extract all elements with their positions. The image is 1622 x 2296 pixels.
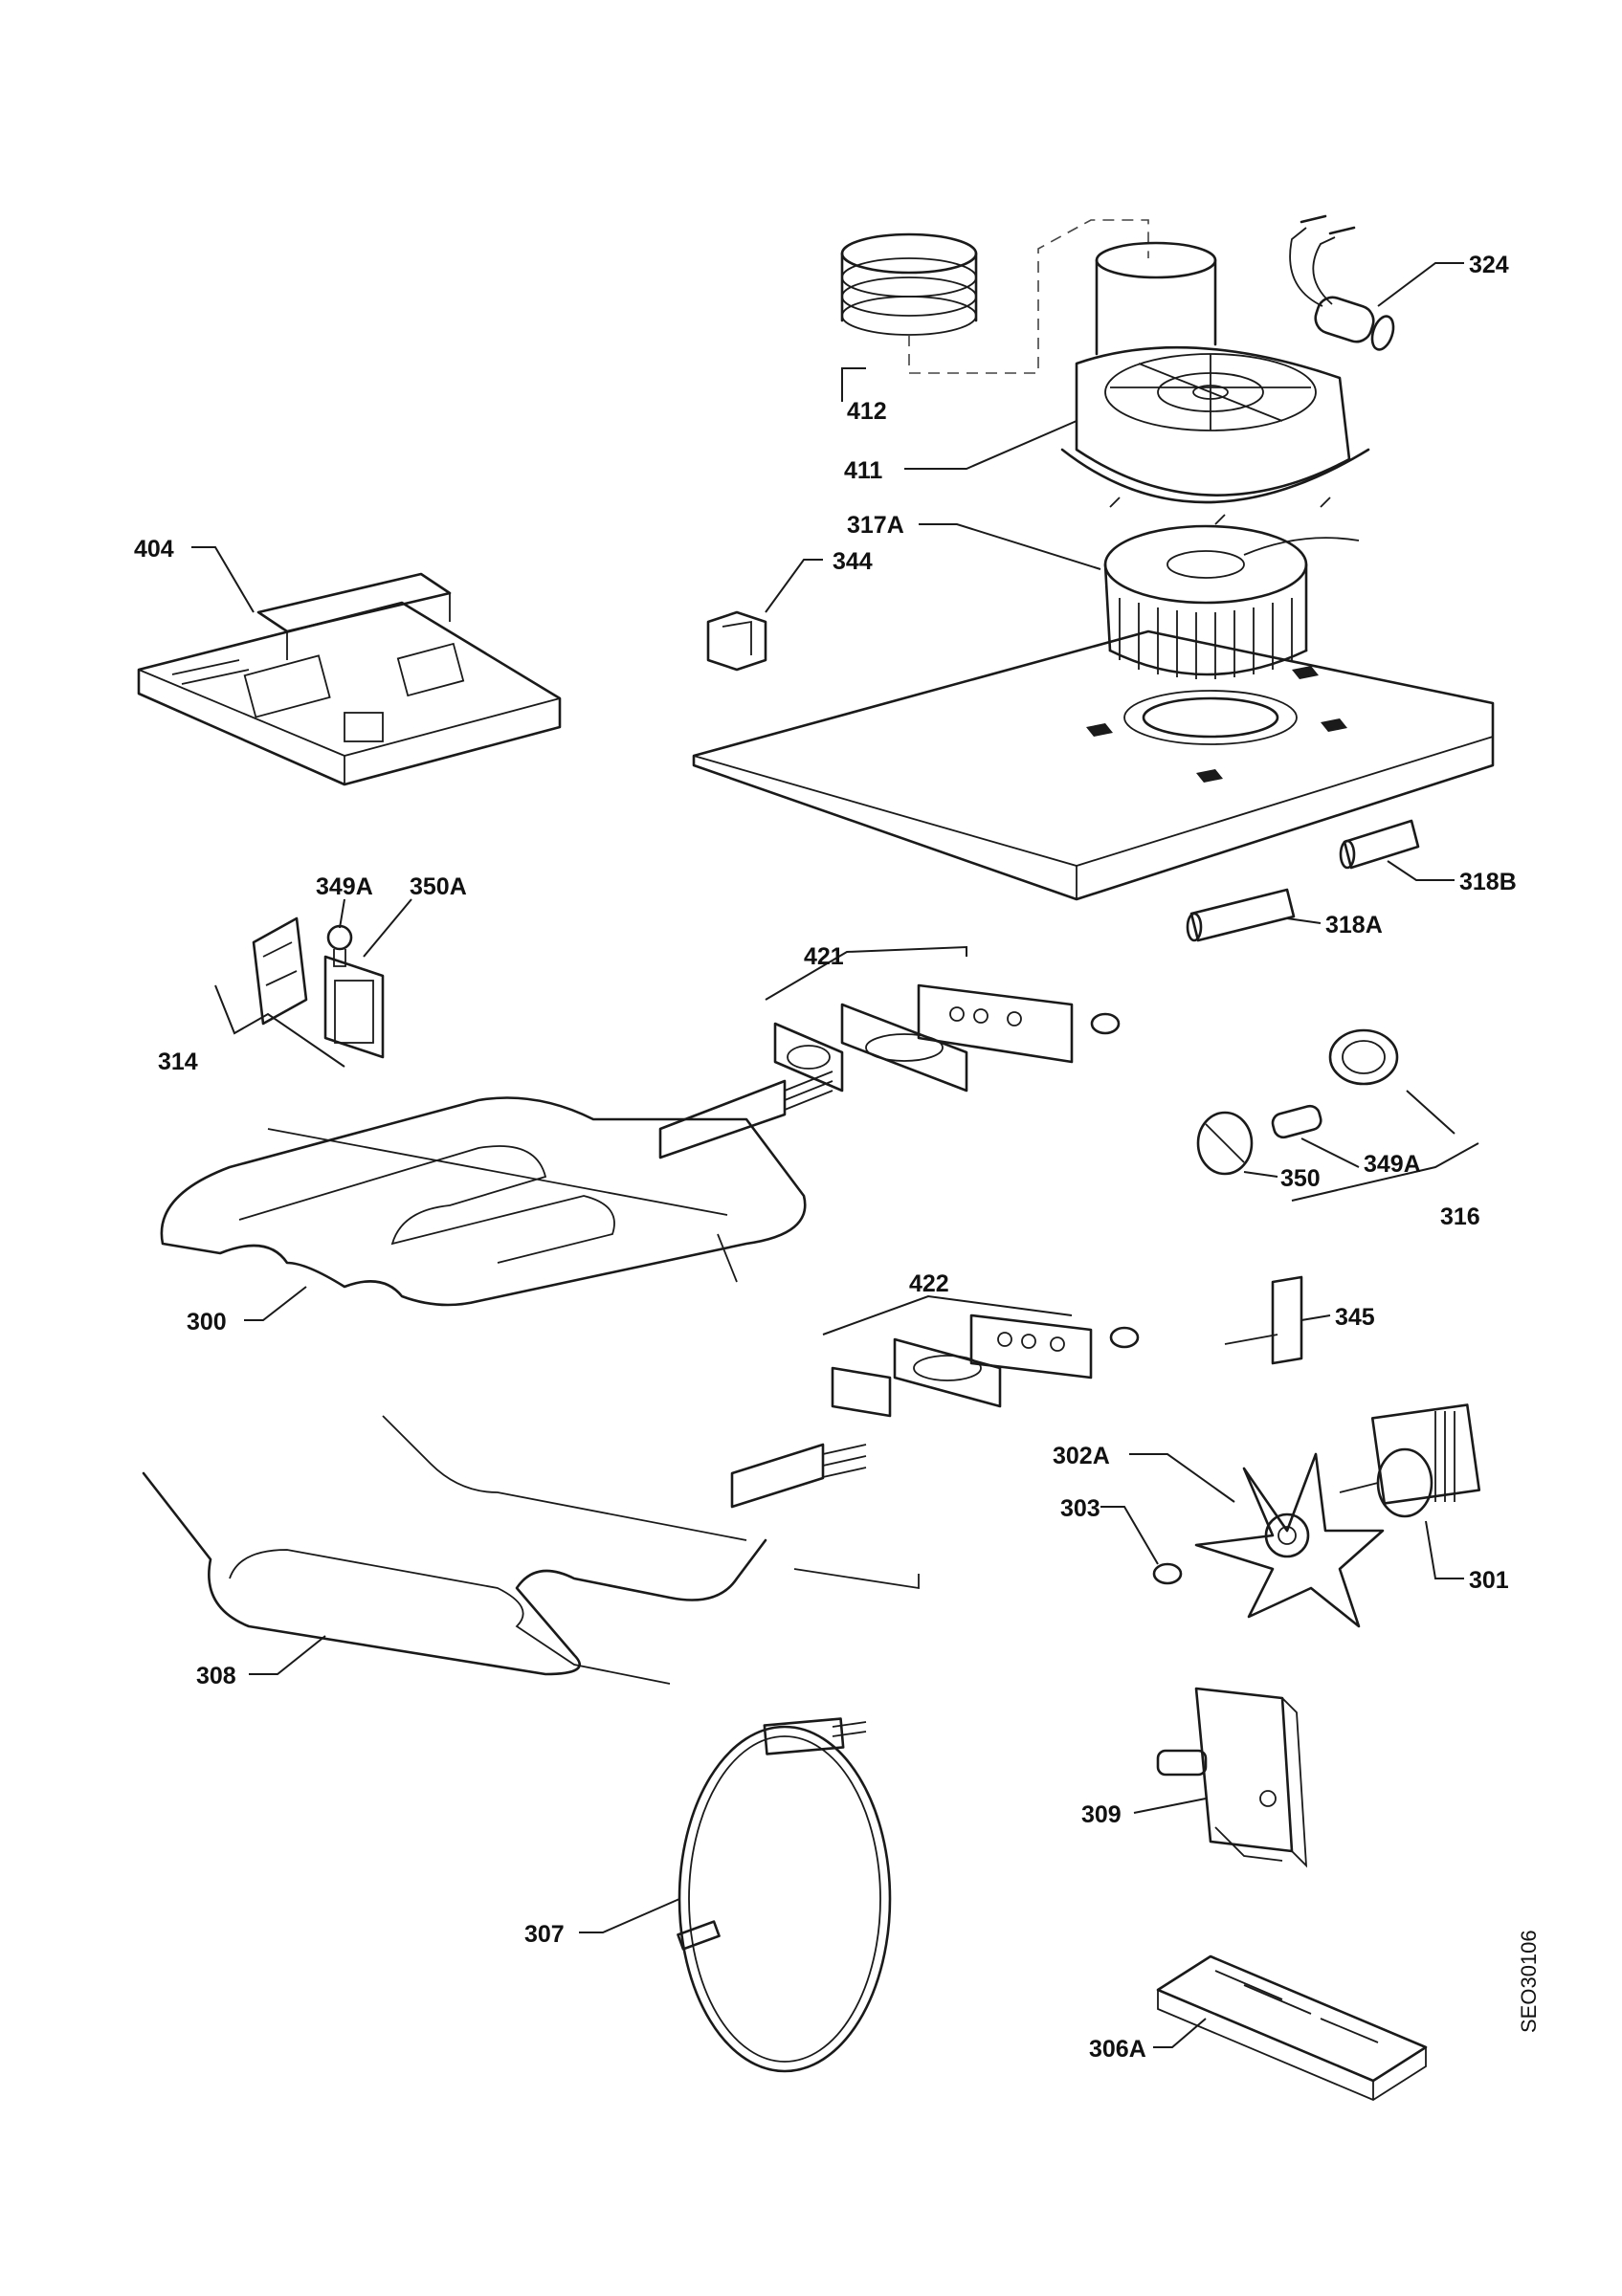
leader-307 <box>579 1898 680 1933</box>
leader-344 <box>765 559 823 613</box>
part-318B-tube <box>1339 819 1420 870</box>
leader-422 <box>822 1294 1073 1336</box>
label-318A: 318A <box>1325 912 1383 938</box>
label-306A: 306A <box>1089 2036 1146 2063</box>
leader-404 <box>191 546 255 613</box>
leader-349A-lamp <box>1406 1090 1455 1135</box>
leader-350A <box>363 898 412 958</box>
leader-349A-right <box>1300 1137 1360 1168</box>
leader-303 <box>1100 1506 1159 1565</box>
part-421-socket-assembly <box>773 983 1121 1093</box>
leader-301 <box>1425 1520 1464 1579</box>
label-349A-top: 349A <box>316 873 373 900</box>
leader-318B <box>1387 860 1455 881</box>
leader-421 <box>765 945 967 1001</box>
label-422: 422 <box>909 1270 949 1297</box>
leader-lines <box>191 262 1479 2048</box>
part-303-nut <box>1152 1562 1183 1585</box>
label-345: 345 <box>1335 1304 1375 1331</box>
rear-oven-panel <box>692 629 1495 901</box>
part-302A-fan-blade <box>1194 1452 1385 1628</box>
part-301-fan-motor <box>1339 1403 1481 1518</box>
part-306A-cover <box>1156 1954 1428 2102</box>
label-308: 308 <box>196 1663 236 1689</box>
leader-318A <box>1286 917 1322 924</box>
label-316: 316 <box>1440 1203 1480 1230</box>
label-404: 404 <box>134 536 174 563</box>
part-404-control-board <box>137 572 562 786</box>
label-412: 412 <box>847 398 887 425</box>
part-422-socket-assembly <box>831 1314 1140 1418</box>
leader-308 <box>249 1635 326 1675</box>
part-308-bottom-element <box>142 1415 920 1685</box>
fan-gasket-ring <box>1142 696 1279 739</box>
label-314: 314 <box>158 1049 198 1075</box>
part-300-grill-element <box>160 1071 833 1307</box>
label-301: 301 <box>1469 1567 1509 1594</box>
part-318A-tube <box>1186 888 1296 942</box>
part-317A-fan-wheel <box>1103 524 1360 679</box>
label-300: 300 <box>187 1309 227 1336</box>
leader-412 <box>841 367 866 402</box>
leader-316 <box>1291 1142 1479 1202</box>
leader-317A <box>919 523 1101 570</box>
leader-314 <box>214 984 345 1068</box>
label-350A: 350A <box>410 873 467 900</box>
part-labels: 412 411 324 317A 344 404 318B 318A 349A … <box>134 252 1517 2063</box>
label-344: 344 <box>833 548 873 575</box>
label-411: 411 <box>844 457 882 484</box>
part-411-fan-housing <box>1060 241 1370 525</box>
leader-306A <box>1153 2018 1207 2048</box>
part-314-lamp-assembly <box>252 916 385 1059</box>
label-318B: 318B <box>1459 869 1517 895</box>
part-412-collar <box>840 232 978 336</box>
label-349A-right: 349A <box>1364 1151 1421 1178</box>
part-307-circular-element <box>677 1717 892 2073</box>
leader-411 <box>904 420 1078 470</box>
leader-350 <box>1243 1171 1278 1178</box>
part-324-capacitor <box>1289 214 1395 351</box>
leader-345 <box>1300 1314 1331 1321</box>
leader-309 <box>1133 1798 1207 1814</box>
part-345-probe-bracket <box>1224 1275 1303 1365</box>
part-344-bracket <box>706 610 767 672</box>
label-317A: 317A <box>847 512 904 539</box>
dashed-connection-412 <box>908 219 1149 374</box>
part-316-lamp-assembly <box>1196 1028 1399 1176</box>
drawing-code: SEO30106 <box>1517 1930 1541 2033</box>
leader-302A <box>1129 1453 1235 1503</box>
label-421: 421 <box>804 943 844 970</box>
label-324: 324 <box>1469 252 1509 278</box>
label-350: 350 <box>1280 1165 1321 1192</box>
label-309: 309 <box>1081 1801 1122 1828</box>
label-303: 303 <box>1060 1495 1100 1522</box>
label-307: 307 <box>524 1921 565 1948</box>
leader-324 <box>1377 262 1464 307</box>
leader-349A-top <box>339 898 345 929</box>
leader-300 <box>244 1286 307 1321</box>
label-302A: 302A <box>1053 1443 1110 1469</box>
part-309-thermostat <box>1156 1687 1308 1868</box>
